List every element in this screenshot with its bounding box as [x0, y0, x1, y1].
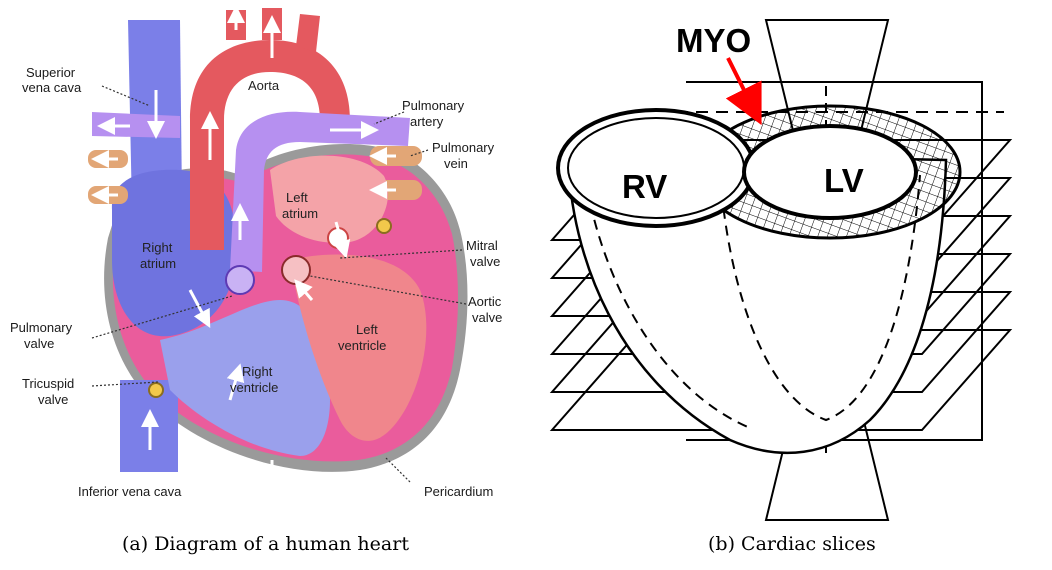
- label-right-ventricle-1: Right: [242, 364, 273, 379]
- sa-node-icon: [377, 219, 391, 233]
- label-mitral-valve-1: Mitral: [466, 238, 498, 253]
- caption-cardiac-slices: (b) Cardiac slices: [708, 533, 876, 555]
- label-rv: RV: [622, 168, 667, 205]
- label-left-ventricle-2: ventricle: [338, 338, 386, 353]
- label-tricuspid-valve-1: Tricuspid: [22, 376, 74, 391]
- label-right-atrium-1: Right: [142, 240, 173, 255]
- label-aortic-valve-2: valve: [472, 310, 502, 325]
- cardiac-slices-diagram: MYO RV LV: [530, 0, 1052, 530]
- av-node-icon: [149, 383, 163, 397]
- heart-diagram-panel: Superior vena cava Aorta Pulmonary arter…: [0, 0, 530, 570]
- myo-arrow: [728, 58, 758, 118]
- label-myo: MYO: [676, 22, 751, 59]
- label-inferior-vena-cava: Inferior vena cava: [78, 484, 182, 499]
- label-aorta: Aorta: [248, 78, 280, 93]
- label-left-atrium-2: atrium: [282, 206, 318, 221]
- label-pericardium: Pericardium: [424, 484, 493, 499]
- label-left-atrium-1: Left: [286, 190, 308, 205]
- label-lv: LV: [824, 162, 864, 199]
- label-pulmonary-valve-1: Pulmonary: [10, 320, 73, 335]
- label-pulmonary-vein-2: vein: [444, 156, 468, 171]
- label-right-atrium-2: atrium: [140, 256, 176, 271]
- label-superior-vena-cava-1: Superior: [26, 65, 76, 80]
- label-pulmonary-artery-1: Pulmonary: [402, 98, 465, 113]
- label-left-ventricle-1: Left: [356, 322, 378, 337]
- pulmonary-artery-left-branch: [92, 112, 180, 138]
- pulmonary-valve-icon: [226, 266, 254, 294]
- label-pulmonary-valve-2: valve: [24, 336, 54, 351]
- cardiac-slices-panel: MYO RV LV (b) Cardiac slices: [530, 0, 1052, 570]
- label-aortic-valve-1: Aortic: [468, 294, 502, 309]
- label-tricuspid-valve-2: valve: [38, 392, 68, 407]
- caption-heart-diagram: (a) Diagram of a human heart: [122, 533, 409, 555]
- aortic-valve-icon: [282, 256, 310, 284]
- label-pulmonary-artery-2: artery: [410, 114, 444, 129]
- label-pulmonary-vein-1: Pulmonary: [432, 140, 495, 155]
- label-right-ventricle-2: ventricle: [230, 380, 278, 395]
- heart-diagram: Superior vena cava Aorta Pulmonary arter…: [0, 0, 530, 530]
- label-mitral-valve-2: valve: [470, 254, 500, 269]
- label-superior-vena-cava-2: vena cava: [22, 80, 82, 95]
